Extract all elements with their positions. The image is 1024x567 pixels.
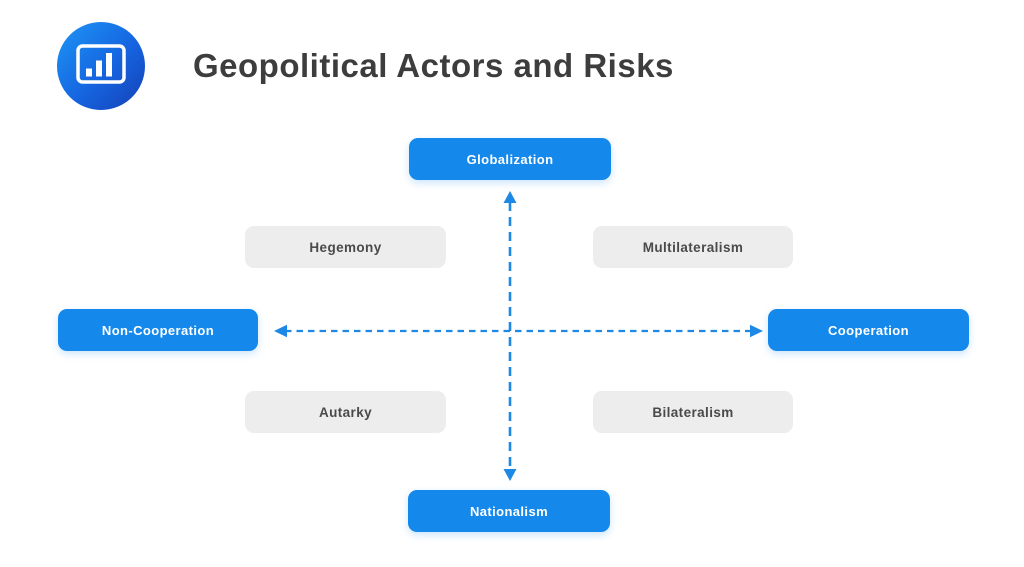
logo-badge [57,22,145,110]
page-title: Geopolitical Actors and Risks [193,47,674,84]
axis-node-globalization: Globalization [409,138,611,180]
quadrant-node-autarky: Autarky [245,391,446,433]
bar-chart-icon [76,43,126,89]
quadrant-node-multilateralism: Multilateralism [593,226,793,268]
horizontal-axis-arrow [274,324,763,338]
axis-node-cooperation: Cooperation [768,309,969,351]
quadrant-node-hegemony: Hegemony [245,226,446,268]
axis-node-non-cooperation: Non-Cooperation [58,309,258,351]
axis-node-nationalism: Nationalism [408,490,610,532]
vertical-axis-arrow [503,191,517,481]
quadrant-node-bilateralism: Bilateralism [593,391,793,433]
